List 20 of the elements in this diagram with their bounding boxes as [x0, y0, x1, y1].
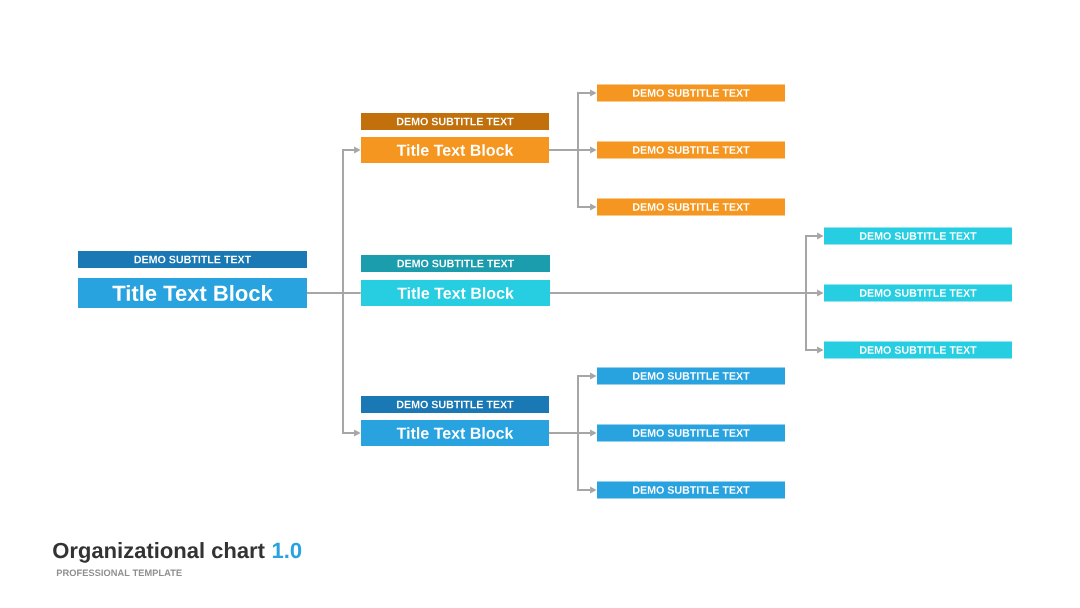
subtitle-bar: DEMO SUBTITLE TEXT — [78, 251, 307, 268]
subtitle-bar: DEMO SUBTITLE TEXT — [824, 227, 1012, 245]
subtitle-bar: DEMO SUBTITLE TEXT — [361, 255, 550, 272]
subtitle-bar: DEMO SUBTITLE TEXT — [824, 341, 1012, 359]
subtitle-bar: DEMO SUBTITLE TEXT — [597, 367, 785, 385]
subtitle-bar: DEMO SUBTITLE TEXT — [597, 198, 785, 216]
subtitle-bar: DEMO SUBTITLE TEXT — [597, 424, 785, 442]
subtitle-bar: DEMO SUBTITLE TEXT — [597, 481, 785, 499]
title: Organizational chart — [53, 542, 265, 563]
subtitle-bar: DEMO SUBTITLE TEXT — [361, 396, 549, 413]
title-bar: Title Text Block — [78, 278, 307, 308]
subtitle-bar: DEMO SUBTITLE TEXT — [824, 284, 1012, 302]
title-bar: Title Text Block — [361, 137, 549, 163]
caption: PROFESSIONAL TEMPLATE — [56, 569, 182, 577]
title-bar: Title Text Block — [361, 280, 550, 306]
title-bar: Title Text Block — [361, 420, 549, 446]
subtitle-bar: DEMO SUBTITLE TEXT — [597, 141, 785, 159]
subtitle-bar: DEMO SUBTITLE TEXT — [597, 84, 785, 102]
subtitle-bar: DEMO SUBTITLE TEXT — [361, 113, 549, 130]
version-number: 1.0 — [272, 542, 302, 559]
